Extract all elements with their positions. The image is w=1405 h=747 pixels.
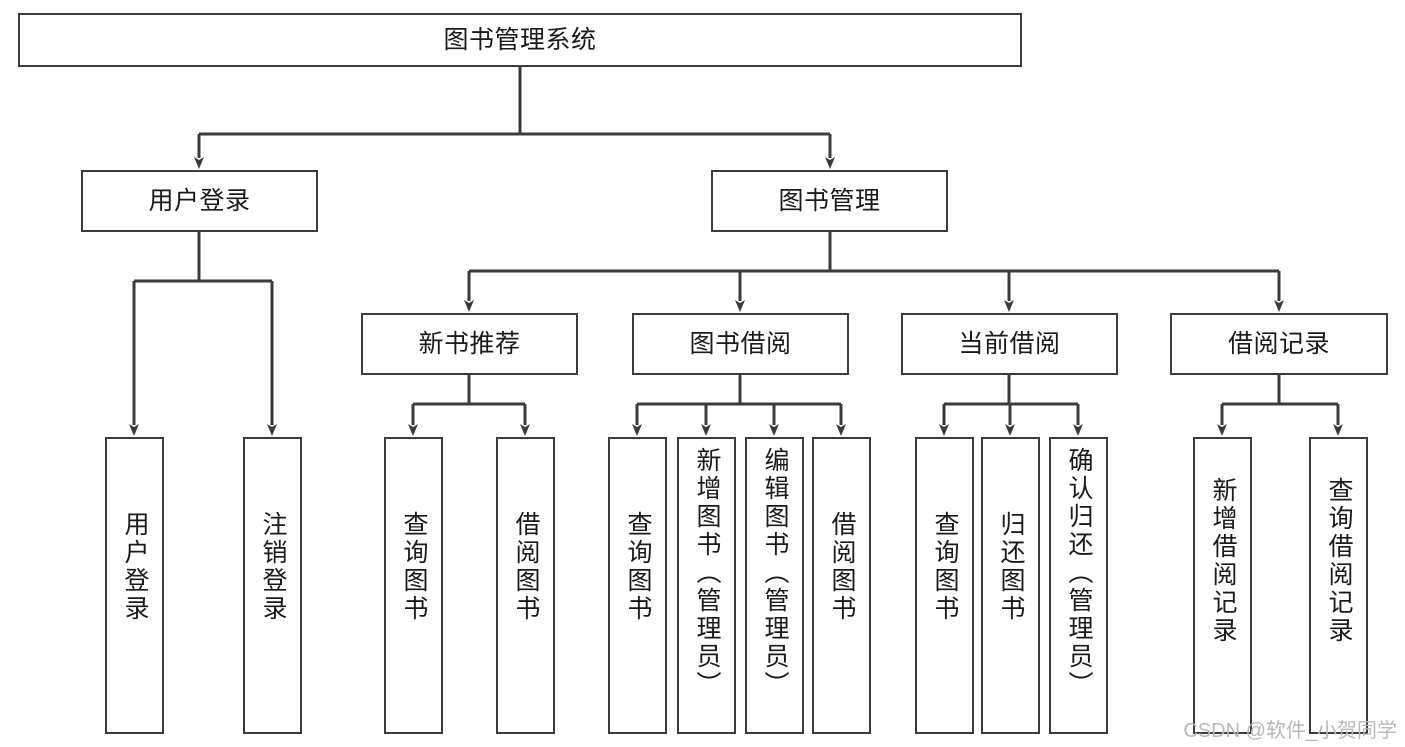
node-book-manage-label: 图书管理	[778, 186, 881, 215]
node-leaf-add-record-label: 新增借阅记录	[1209, 477, 1237, 645]
node-root[interactable]: 图书管理系统	[18, 13, 1022, 67]
node-leaf-add-book[interactable]: 新增图书（管理员）	[677, 437, 736, 734]
node-leaf-edit-book[interactable]: 编辑图书（管理员）	[745, 437, 804, 734]
node-leaf-query-book-3-label: 查询图书	[931, 511, 959, 623]
node-leaf-borrow-book-1[interactable]: 借阅图书	[496, 437, 555, 734]
node-current-borrow-label: 当前借阅	[958, 329, 1061, 358]
node-leaf-user-login-label: 用户登录	[121, 511, 149, 623]
node-leaf-query-record[interactable]: 查询借阅记录	[1309, 437, 1368, 734]
node-leaf-user-logout[interactable]: 注销登录	[243, 437, 302, 734]
node-leaf-query-book-1-label: 查询图书	[400, 511, 428, 623]
node-user-login-label: 用户登录	[148, 186, 251, 215]
node-leaf-edit-book-label: 编辑图书（管理员）	[761, 447, 789, 699]
node-new-book-recommend[interactable]: 新书推荐	[361, 313, 578, 375]
node-leaf-user-login[interactable]: 用户登录	[105, 437, 164, 734]
node-current-borrow[interactable]: 当前借阅	[901, 313, 1118, 375]
node-leaf-query-book-2-label: 查询图书	[624, 511, 652, 623]
node-leaf-return-book-label: 归还图书	[997, 511, 1025, 623]
node-new-book-recommend-label: 新书推荐	[418, 329, 521, 358]
node-leaf-query-record-label: 查询借阅记录	[1325, 477, 1353, 645]
node-borrow-record-label: 借阅记录	[1227, 329, 1330, 358]
node-leaf-query-book-1[interactable]: 查询图书	[384, 437, 443, 734]
node-book-borrow[interactable]: 图书借阅	[632, 313, 849, 375]
watermark-text: CSDN @软件_小贺同学	[1183, 720, 1397, 742]
node-leaf-query-book-3[interactable]: 查询图书	[915, 437, 974, 734]
node-book-manage[interactable]: 图书管理	[711, 170, 948, 232]
node-book-borrow-label: 图书借阅	[689, 329, 792, 358]
node-user-login[interactable]: 用户登录	[81, 170, 318, 232]
node-borrow-record[interactable]: 借阅记录	[1170, 313, 1388, 375]
node-leaf-query-book-2[interactable]: 查询图书	[608, 437, 667, 734]
node-leaf-add-record[interactable]: 新增借阅记录	[1193, 437, 1252, 734]
node-leaf-borrow-book-2-label: 借阅图书	[828, 511, 856, 623]
node-leaf-confirm-return-label: 确认归还（管理员）	[1065, 447, 1093, 699]
node-leaf-borrow-book-1-label: 借阅图书	[512, 511, 540, 623]
node-leaf-return-book[interactable]: 归还图书	[981, 437, 1040, 734]
node-root-label: 图书管理系统	[443, 25, 597, 54]
node-leaf-borrow-book-2[interactable]: 借阅图书	[812, 437, 871, 734]
node-leaf-confirm-return[interactable]: 确认归还（管理员）	[1049, 437, 1108, 734]
node-leaf-add-book-label: 新增图书（管理员）	[693, 447, 721, 699]
node-leaf-user-logout-label: 注销登录	[259, 511, 287, 623]
